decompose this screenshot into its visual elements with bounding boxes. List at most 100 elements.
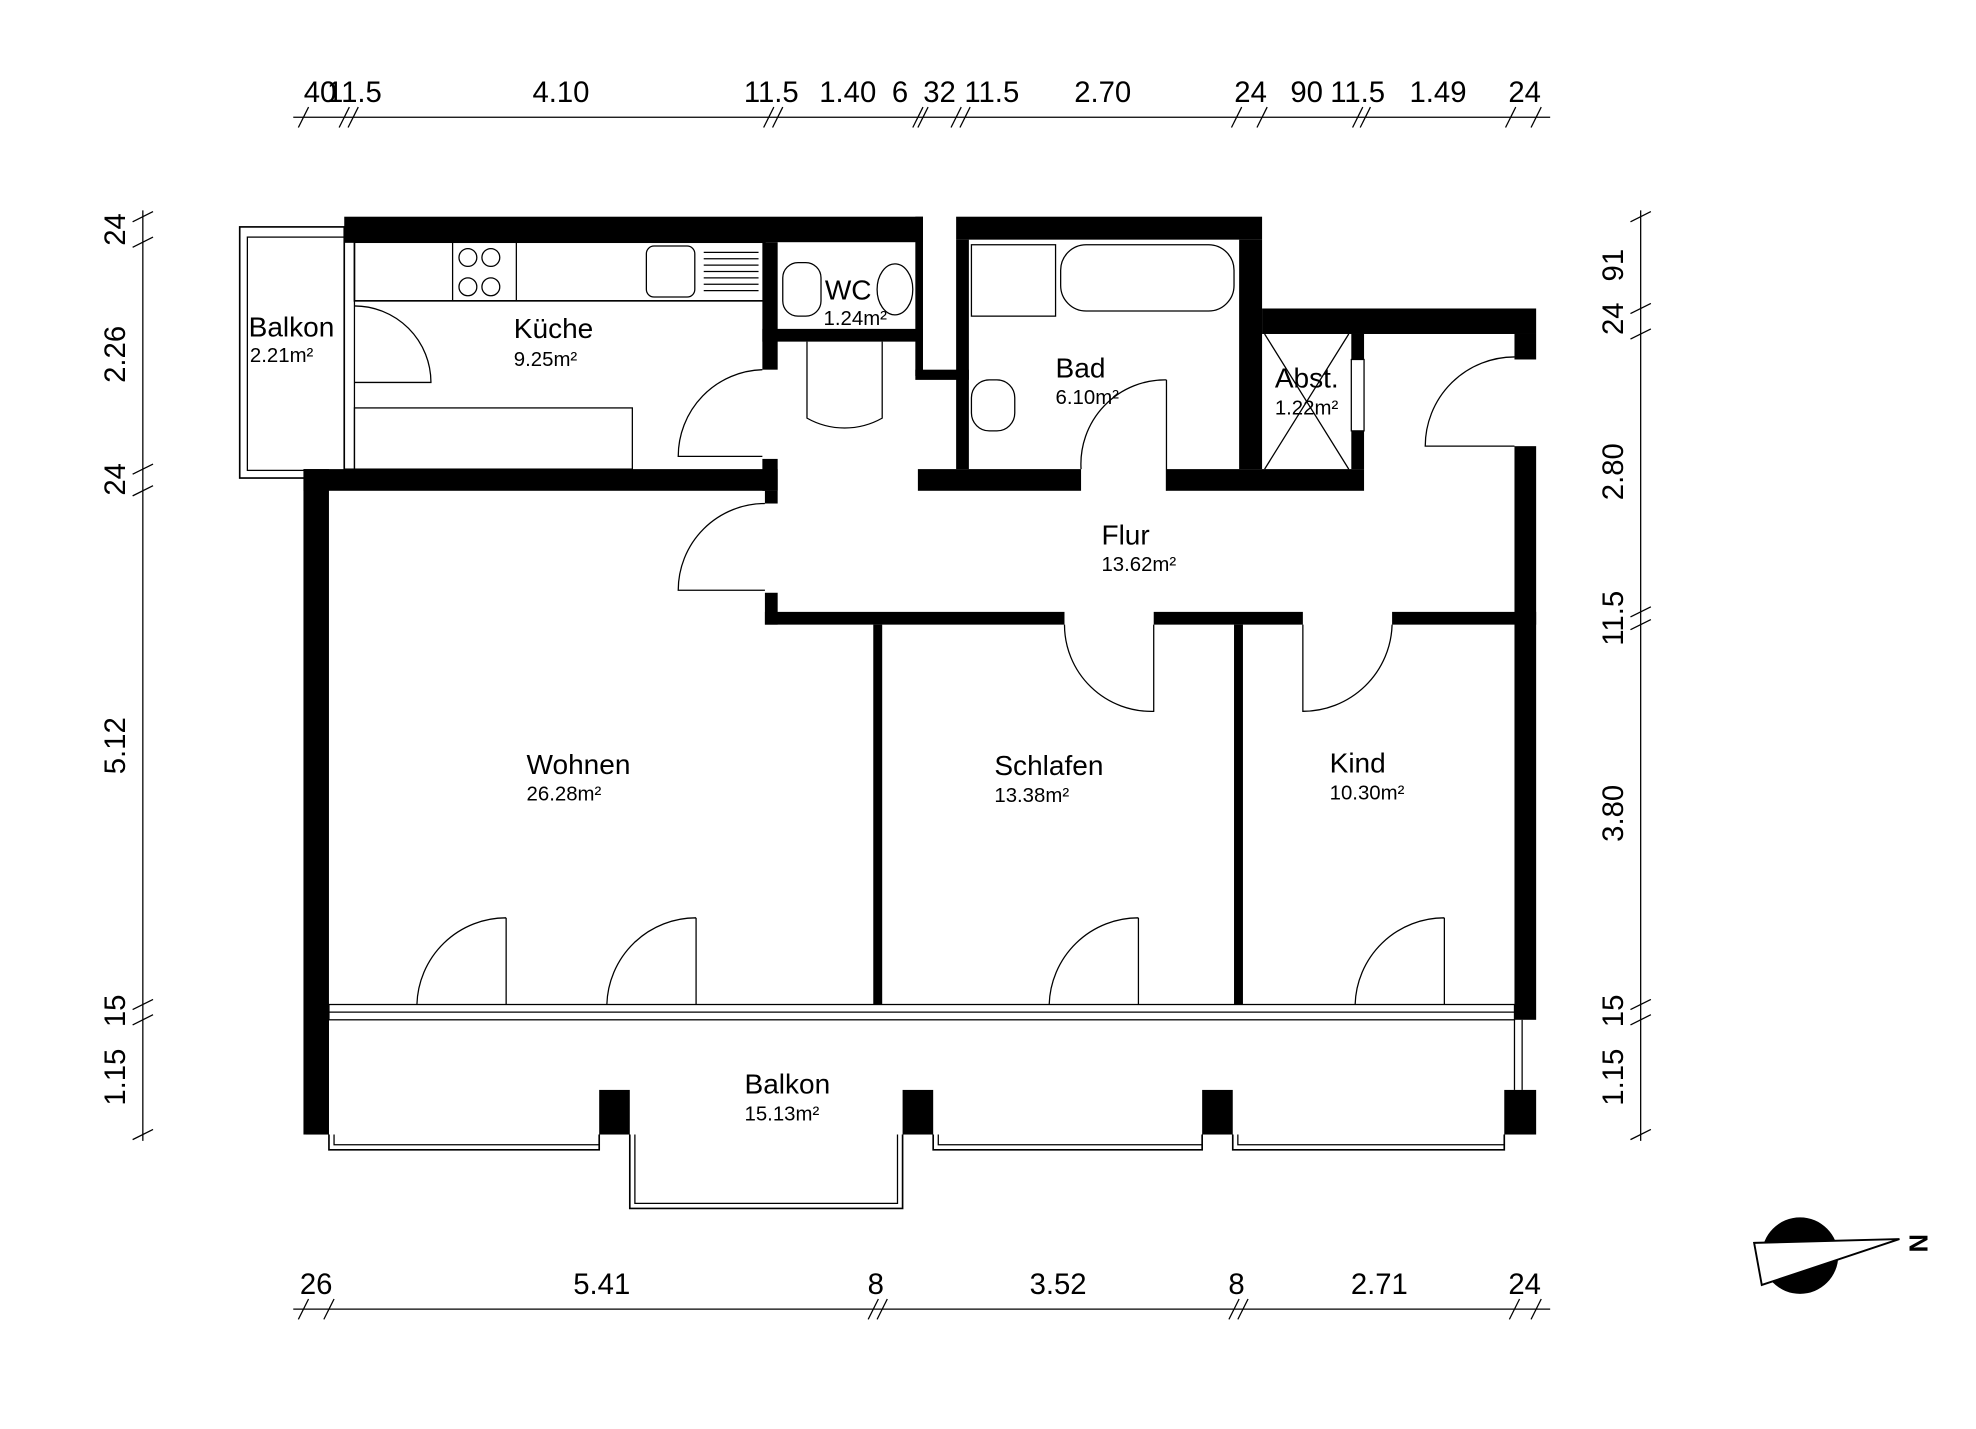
dimension-tick [763,106,775,128]
dimension-label-bottom: 3.52 [1030,1268,1087,1301]
room-wohnen: Wohnen 26.28m² [527,749,631,806]
dimension-tick [1504,106,1517,128]
dimension-label-top: 1.40 [819,76,876,109]
north-arrow-icon: N [1752,1217,1932,1294]
dimension-label-right: 24 [1597,302,1630,335]
dimension-tick [132,1014,154,1026]
dimension-label-top: 24 [1508,76,1541,109]
dimension-tick [132,998,154,1011]
room-flur: Flur 13.62m² [1101,519,1176,576]
room-area: 9.25m² [514,349,578,371]
dimension-label-top: 2.70 [1074,76,1131,109]
room-name: Kind [1330,748,1386,779]
room-name: WC [825,275,872,306]
room-area: 6.10m² [1056,387,1120,409]
dimension-label-left: 24 [99,213,132,246]
dimension-label-top: 24 [1234,76,1267,109]
dimension-label-left: 1.15 [99,1049,132,1106]
dimension-label-right: 91 [1597,249,1630,282]
dimension-label-right: 2.80 [1597,443,1630,500]
dimension-tick [297,1298,310,1320]
room-area: 1.22m² [1275,397,1339,419]
dimension-label-bottom: 26 [300,1268,333,1301]
dimension-lines [142,116,1642,1310]
room-name: Küche [514,313,593,344]
dimension-label-bottom: 2.71 [1351,1268,1408,1301]
room-area: 10.30m² [1330,782,1405,804]
dimension-tick [1630,618,1652,631]
room-name: Bad [1056,352,1106,383]
kitchen-counter [353,241,766,470]
dimension-tick [912,106,924,128]
dimension-tick [1630,328,1652,340]
dimension-label-right: 15 [1597,995,1630,1028]
room-kueche: Küche 9.25m² [514,313,593,371]
room-area: 1.24m² [824,308,888,330]
room-area: 26.28m² [527,784,602,806]
room-schlafen: Schlafen 13.38m² [994,750,1103,807]
dimension-label-top: 4.10 [532,76,589,109]
dimension-tick [771,106,784,128]
dimension-label-left: 24 [99,463,132,496]
dimension-tick [1630,1128,1652,1141]
dimension-tick [1630,1014,1652,1026]
room-area: 2.21m² [250,345,314,367]
dimension-label-right: 11.5 [1597,591,1630,646]
dimension-tick [1228,1298,1240,1320]
dimension-label-left: 15 [99,995,132,1028]
dimension-tick [1630,302,1652,315]
dimension-tick [1230,106,1243,128]
room-name: Wohnen [527,749,631,780]
room-balkon-large: Balkon 15.13m² [745,1069,831,1126]
dimension-tick [1630,211,1652,223]
door-swings [354,305,1515,1005]
dimension-tick [876,1298,888,1320]
dimension-tick [867,1298,879,1320]
walls [303,216,1537,1135]
dimension-label-top: 6 [892,76,908,109]
dimension-label-top: 40 [304,76,337,109]
dimension-tick [132,485,154,497]
dimension-label-right: 3.80 [1597,785,1630,842]
room-name: Balkon [249,312,335,343]
dimension-tick [323,1298,335,1320]
room-area: 13.38m² [994,785,1069,807]
dimension-tick [1359,106,1371,128]
dimension-label-top: 32 [923,76,956,109]
room-name: Balkon [745,1069,831,1100]
dimension-tick [132,1128,154,1141]
dimension-tick [950,106,962,128]
room-name: Schlafen [994,750,1103,781]
dimension-tick [959,106,971,128]
dimension-tick [1630,606,1652,618]
dimension-tick [338,106,350,128]
dimension-label-top: 90 [1290,76,1323,109]
dimension-label-top: 11.5 [964,76,1019,109]
dimension-label-left: 2.26 [99,326,132,383]
room-kind: Kind 10.30m² [1330,748,1405,805]
dimension-tick [1508,1298,1521,1320]
dimension-tick [132,211,154,223]
dimension-label-bottom: 8 [1228,1268,1244,1301]
dimension-label-top: 11.5 [744,76,799,109]
dimension-label-bottom: 5.41 [573,1268,630,1301]
room-name: Flur [1101,519,1149,550]
bathroom-fixtures [782,244,1350,470]
room-abst: Abst. 1.22m² [1275,363,1339,420]
windows-and-balcony-outline [328,241,1523,1210]
room-wc: WC 1.24m² [824,275,888,330]
room-area: 13.62m² [1101,554,1176,576]
dimension-label-top: 11.5 [327,76,382,109]
dimension-tick [297,106,310,128]
dimension-tick [1630,998,1652,1011]
room-balkon-small: Balkon 2.21m² [249,312,335,367]
dimension-label-left: 5.12 [99,717,132,774]
room-name: Abst. [1275,363,1339,394]
dimension-tick [347,106,359,128]
dimension-label-right: 1.15 [1597,1049,1630,1106]
dimension-tick [1352,106,1364,128]
dimension-tick [1256,106,1268,128]
dimension-label-bottom: 24 [1508,1268,1541,1301]
dimension-tick [1530,1298,1542,1320]
